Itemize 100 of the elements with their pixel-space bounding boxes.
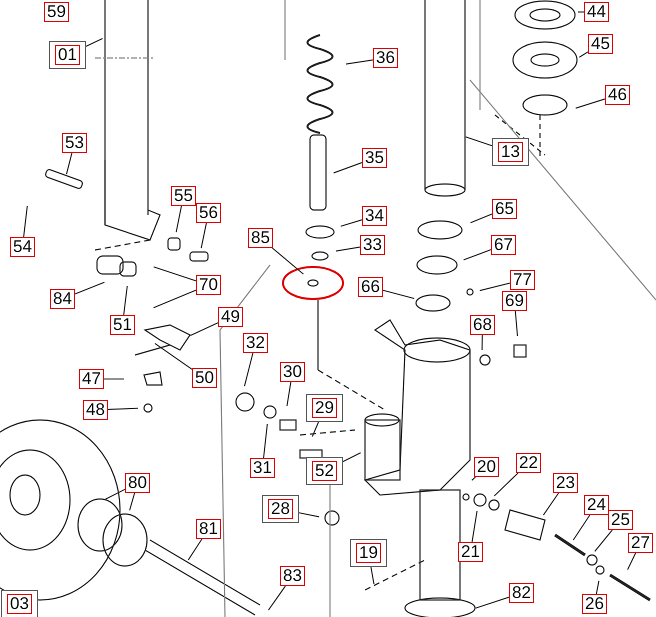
leader-line — [476, 596, 510, 609]
leader-line — [382, 290, 414, 299]
callout-frame — [492, 138, 529, 166]
leader-line — [286, 382, 292, 406]
callout-number: 59 — [44, 2, 69, 22]
callout-number: 70 — [196, 275, 221, 295]
callout-number: 25 — [608, 510, 633, 530]
leader-line — [596, 580, 600, 594]
leader-line — [466, 136, 492, 146]
leader-line — [340, 219, 362, 227]
callout-number: 53 — [62, 133, 87, 153]
leader-line — [153, 290, 196, 308]
callout-number: 45 — [588, 34, 613, 54]
callout-number: 81 — [196, 519, 221, 539]
callout-number: 03 — [7, 594, 32, 614]
leader-line — [244, 352, 254, 386]
leader-line — [23, 206, 28, 238]
callout-frame — [1, 590, 38, 617]
callout-number: 49 — [218, 307, 243, 327]
callout-number: 65 — [492, 199, 517, 219]
callout-number: 35 — [362, 148, 387, 168]
leader-line — [482, 335, 483, 350]
leader-line — [480, 282, 510, 292]
leader-line — [463, 249, 492, 260]
leader-line — [74, 282, 105, 295]
leader-line — [627, 552, 636, 570]
callout-number: 23 — [553, 473, 578, 493]
leader-line — [298, 512, 320, 518]
callout-number: 34 — [362, 206, 387, 226]
callout-number: 52 — [312, 461, 337, 481]
leader-line — [576, 98, 606, 109]
callout-number: 28 — [268, 499, 293, 519]
leader-line — [370, 566, 374, 584]
leader-line — [542, 492, 560, 516]
leader-line — [154, 342, 192, 370]
leader-line — [572, 514, 590, 540]
leader-line — [105, 488, 126, 500]
callout-number: 55 — [171, 186, 196, 206]
callout-number: 21 — [458, 542, 483, 562]
callout-number: 68 — [470, 315, 495, 335]
callout-number: 56 — [196, 203, 221, 223]
leader-line — [578, 11, 584, 13]
leader-line — [346, 59, 374, 65]
callout-number: 13 — [498, 142, 523, 162]
callout-number: 47 — [79, 369, 104, 389]
callout-number: 31 — [250, 458, 275, 478]
callout-frame — [262, 495, 299, 523]
leader-line — [268, 586, 286, 610]
callout-number: 44 — [584, 2, 609, 22]
callout-number: 19 — [356, 543, 381, 563]
callout-frame — [306, 457, 343, 485]
callout-number: 84 — [50, 289, 75, 309]
callout-number: 27 — [628, 533, 653, 553]
leader-line — [123, 286, 128, 316]
callout-number: 29 — [312, 398, 337, 418]
leader-line — [494, 472, 518, 496]
leader-line — [312, 422, 320, 437]
callout-number: 83 — [280, 566, 305, 586]
callout-number: 85 — [248, 228, 273, 248]
leader-line — [200, 222, 207, 248]
leader-line — [470, 214, 492, 224]
callout-number: 32 — [243, 333, 268, 353]
leader-line — [472, 510, 478, 542]
leader-line — [579, 51, 588, 58]
callout-frame — [350, 539, 387, 567]
leader-line — [594, 530, 613, 552]
callout-number: 33 — [360, 235, 385, 255]
leader-line — [263, 424, 268, 458]
callout-number: 50 — [192, 368, 217, 388]
leader-line — [272, 248, 304, 275]
callout-frame — [49, 41, 86, 69]
leader-line — [129, 492, 136, 510]
leader-line — [104, 378, 124, 380]
leader-line — [514, 310, 518, 336]
callout-number: 66 — [358, 277, 383, 297]
callout-frame — [306, 394, 343, 422]
callout-number: 54 — [10, 237, 35, 257]
leader-line — [108, 408, 138, 410]
leader-line — [342, 452, 361, 462]
callout-number: 26 — [582, 594, 607, 614]
leader-line — [333, 162, 362, 174]
leader-line — [336, 246, 360, 252]
callout-number: 77 — [510, 270, 535, 290]
callout-number: 69 — [502, 291, 527, 311]
callout-number: 48 — [83, 400, 108, 420]
callout-number: 46 — [605, 85, 630, 105]
callout-number: 80 — [125, 473, 150, 493]
callout-number: 36 — [373, 48, 398, 68]
callout-number: 24 — [584, 495, 609, 515]
callout-number: 01 — [55, 45, 80, 65]
callout-number: 51 — [110, 315, 135, 335]
callout-number: 20 — [474, 457, 499, 477]
leader-line — [154, 266, 196, 282]
leader-line — [188, 538, 202, 560]
callout-number: 82 — [509, 583, 534, 603]
leader-line — [176, 206, 182, 232]
leader-line — [86, 38, 103, 47]
callout-number: 67 — [491, 235, 516, 255]
leader-line — [66, 152, 72, 174]
callout-number: 30 — [280, 362, 305, 382]
